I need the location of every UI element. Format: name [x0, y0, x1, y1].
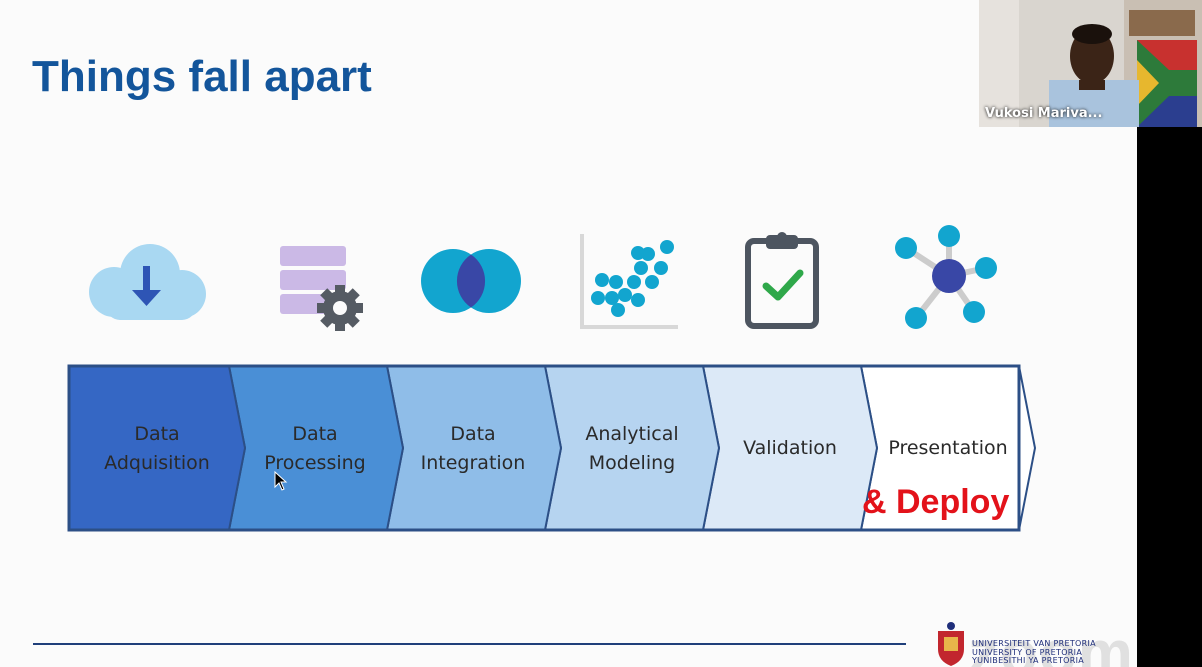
scatter-plot-icon: [580, 234, 678, 329]
participant-video-feed: [979, 0, 1202, 127]
network-nodes-icon: [895, 225, 997, 329]
step-presentation: Presentation: [888, 437, 1008, 459]
venn-diagram-icon: [421, 249, 521, 313]
presentation-slide: Things fall apart: [0, 0, 1137, 667]
university-crest-icon: [938, 622, 964, 666]
participant-name: Vukosi Mariva...: [985, 106, 1103, 121]
footer-divider: [33, 643, 906, 645]
zoom-watermark: zoom: [968, 619, 1134, 667]
deploy-annotation: & Deploy: [862, 483, 1010, 521]
clipboard-check-icon: [745, 232, 819, 329]
pipeline-flow: [67, 364, 1037, 532]
cloud-download-icon: [89, 244, 206, 320]
database-gear-icon: [280, 246, 363, 331]
participant-video-tile[interactable]: Vukosi Mariva...: [979, 0, 1202, 127]
slide-title: Things fall apart: [32, 52, 372, 101]
mouse-cursor-icon: [274, 471, 288, 491]
step-validation: Validation: [743, 437, 837, 459]
university-name: UNIVERSITEIT VAN PRETORIA UNIVERSITY OF …: [972, 639, 1096, 665]
